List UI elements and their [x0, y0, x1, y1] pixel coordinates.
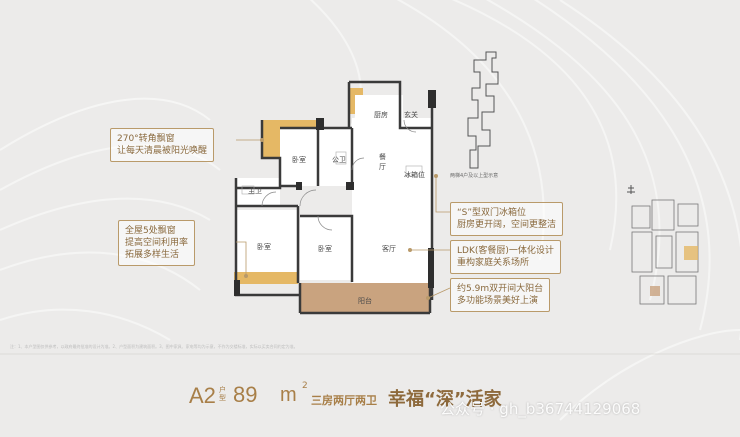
- callout-bay-window: 270°转角飘窗 让每天清晨被阳光唤醒: [110, 128, 215, 162]
- callout-leaders: [236, 139, 451, 299]
- disclaimer-text: 注：1、本户型图仅供参考，以政府最终批准的设计为准。2、户型面积为建筑面积。3、…: [10, 344, 298, 349]
- room-label-kitchen: 厨房: [374, 111, 388, 119]
- leader-dot: [260, 138, 264, 142]
- room-label-fridge: 冰箱位: [404, 171, 425, 179]
- door-swings: [261, 119, 417, 231]
- unit-area: 89: [233, 382, 258, 407]
- room-label-entrance: 玄关: [404, 111, 418, 119]
- unit-code: A2: [189, 383, 216, 408]
- fixtures: [241, 151, 423, 195]
- room-floors: [236, 95, 432, 283]
- callout-balcony: 约5.9m双开间大阳台 多功能场景美好上演: [450, 278, 551, 312]
- room-label-public-bath: 公卫: [332, 156, 346, 164]
- wall-pillars: [234, 90, 436, 296]
- callout-ldk: LDK(客餐厨)一体化设计 重构家庭关系场所: [450, 240, 561, 274]
- callout-door-fridge: “S”型双门冰箱位 厨房更开阔，空间更整洁: [450, 202, 564, 236]
- room-label-master-bath: 主卫: [248, 187, 262, 195]
- callout-full-bay: 全屋5处飘窗 提高空间利用率 拓展多样生活: [118, 220, 196, 266]
- unit-type-label: 户型: [219, 386, 226, 402]
- room-label-dining: 餐厅: [379, 153, 386, 171]
- leader-dot: [434, 174, 438, 178]
- unit-area-superscript: 2: [302, 381, 308, 391]
- plan-note: 两梯4户及以上型示意: [450, 173, 499, 179]
- key-plan: [627, 185, 699, 305]
- unit-area-unit: m: [280, 384, 297, 406]
- leader-dot: [244, 274, 248, 278]
- unit-layout: 三房两厅两卫: [311, 394, 377, 407]
- room-label-bedroom-left: 卧室: [257, 243, 271, 251]
- corridor-outline: [467, 51, 499, 169]
- room-label-bedroom-top: 卧室: [292, 156, 306, 164]
- bay-window-bottom-left: [234, 272, 298, 284]
- room-label-balcony: 阳台: [358, 297, 372, 305]
- balcony-floor: [300, 283, 430, 313]
- watermark-text: 公众号 · gh_b36744129068: [440, 400, 641, 418]
- leader-dot: [426, 296, 430, 300]
- room-label-living: 客厅: [382, 245, 396, 253]
- room-label-bedroom-middle: 卧室: [318, 245, 332, 253]
- leader-dot: [408, 248, 412, 252]
- unit-slogan: 幸福“深”活家: [388, 389, 502, 410]
